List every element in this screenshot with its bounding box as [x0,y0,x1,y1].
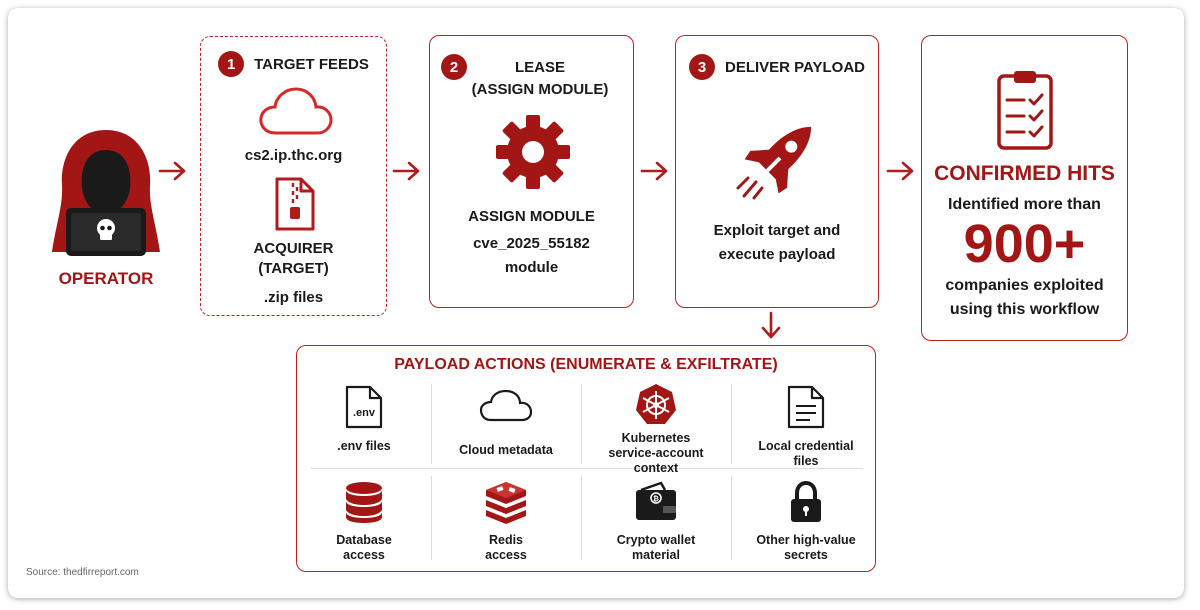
payload-item-label: Local credential files [758,439,854,468]
payload-item-label: Other high-value secrets [756,533,856,562]
operator-label: OPERATOR [58,269,154,288]
divider [731,384,732,464]
divider [581,476,582,560]
payload-title: PAYLOAD ACTIONS (ENUMERATE & EXFILTRATE) [394,356,778,373]
redis-icon [486,482,526,524]
database-icon [346,482,382,523]
assign-module-heading: ASSIGN MODULE [468,208,595,225]
step-number: 2 [441,54,467,80]
wallet-icon: ₿ [636,481,676,520]
feed-host: cs2.ip.thc.org [244,147,343,164]
divider [581,384,582,464]
payload-item-redis: Redis access [431,480,581,563]
step-target-feeds: 1 TARGET FEEDS cs2.ip.thc.org ACQUIRER (… [200,36,387,316]
divider [431,384,432,464]
step1-header: 1 TARGET FEEDS [201,51,386,77]
payload-item-label: Database access [336,533,392,562]
arrow-right-icon [640,161,668,181]
hits-line2: companies exploited using this workflow [945,277,1104,318]
divider [731,476,732,560]
hits-line1: Identified more than [948,196,1101,213]
rocket-icon [736,126,812,200]
step3-header: 3 DELIVER PAYLOAD [676,54,878,80]
payload-item-label: Crypto wallet material [616,533,696,562]
step2-title: LEASE (ASSIGN MODULE) [471,59,609,98]
lock-icon [791,480,821,522]
operator: OPERATOR [46,128,166,289]
payload-item-kubernetes: Kubernetes service-account context [581,382,731,476]
arrow-right-icon [392,161,420,181]
zip-files-label: .zip files [263,289,324,306]
payload-item-label: Cloud metadata [459,443,553,457]
env-icon-text: .env [353,407,376,419]
clipboard-icon [997,71,1053,150]
payload-item-env-files: .env .env files [289,384,439,454]
diagram-canvas: OPERATOR 1 TARGET FEEDS cs2.ip.thc.org A… [8,8,1184,598]
kubernetes-icon [636,384,676,424]
payload-item-crypto-wallet: ₿ Crypto wallet material [581,480,731,563]
step3-title: DELIVER PAYLOAD [724,58,866,76]
step-number: 1 [218,51,245,77]
payload-item-label: Redis access [485,533,527,562]
svg-text:₿: ₿ [653,495,659,503]
step-deliver-payload: 3 DELIVER PAYLOAD Exploit target and exe… [675,35,879,308]
payload-item-label: .env files [337,439,391,453]
document-icon [787,385,825,429]
step-number: 3 [688,54,715,80]
payload-actions-box: PAYLOAD ACTIONS (ENUMERATE & EXFILTRATE)… [296,345,876,572]
payload-item-database: Database access [289,480,439,563]
zip-file-icon [275,177,315,231]
env-file-icon: .env [345,385,383,429]
cloud-icon [479,389,533,422]
cloud-icon [259,87,333,135]
acquirer-label: ACQUIRER (TARGET) [253,240,334,277]
payload-item-other-secrets: Other high-value secrets [731,480,881,563]
step-lease: 2 LEASE (ASSIGN MODULE) ASSIGN MODULE cv… [429,35,634,308]
gear-icon [496,115,570,189]
hits-count: 900+ [963,214,1086,274]
step1-title: TARGET FEEDS [254,55,369,73]
confirmed-hits-box: CONFIRMED HITS Identified more than 900+… [921,35,1128,341]
arrow-right-icon [158,161,186,181]
hits-title: CONFIRMED HITS [934,162,1115,185]
payload-item-label: Kubernetes service-account context [608,431,704,475]
arrow-right-icon [886,161,914,181]
source-credit: Source: thedfirreport.com [26,567,139,578]
arrow-down-icon [761,311,781,339]
module-name: cve_2025_55182 module [473,235,590,276]
divider [431,476,432,560]
divider [311,468,863,469]
deliver-description: Exploit target and execute payload [713,222,841,263]
hacker-icon [52,130,160,256]
payload-item-cloud-metadata: Cloud metadata [431,388,581,458]
payload-item-local-credentials: Local credential files [731,384,881,469]
